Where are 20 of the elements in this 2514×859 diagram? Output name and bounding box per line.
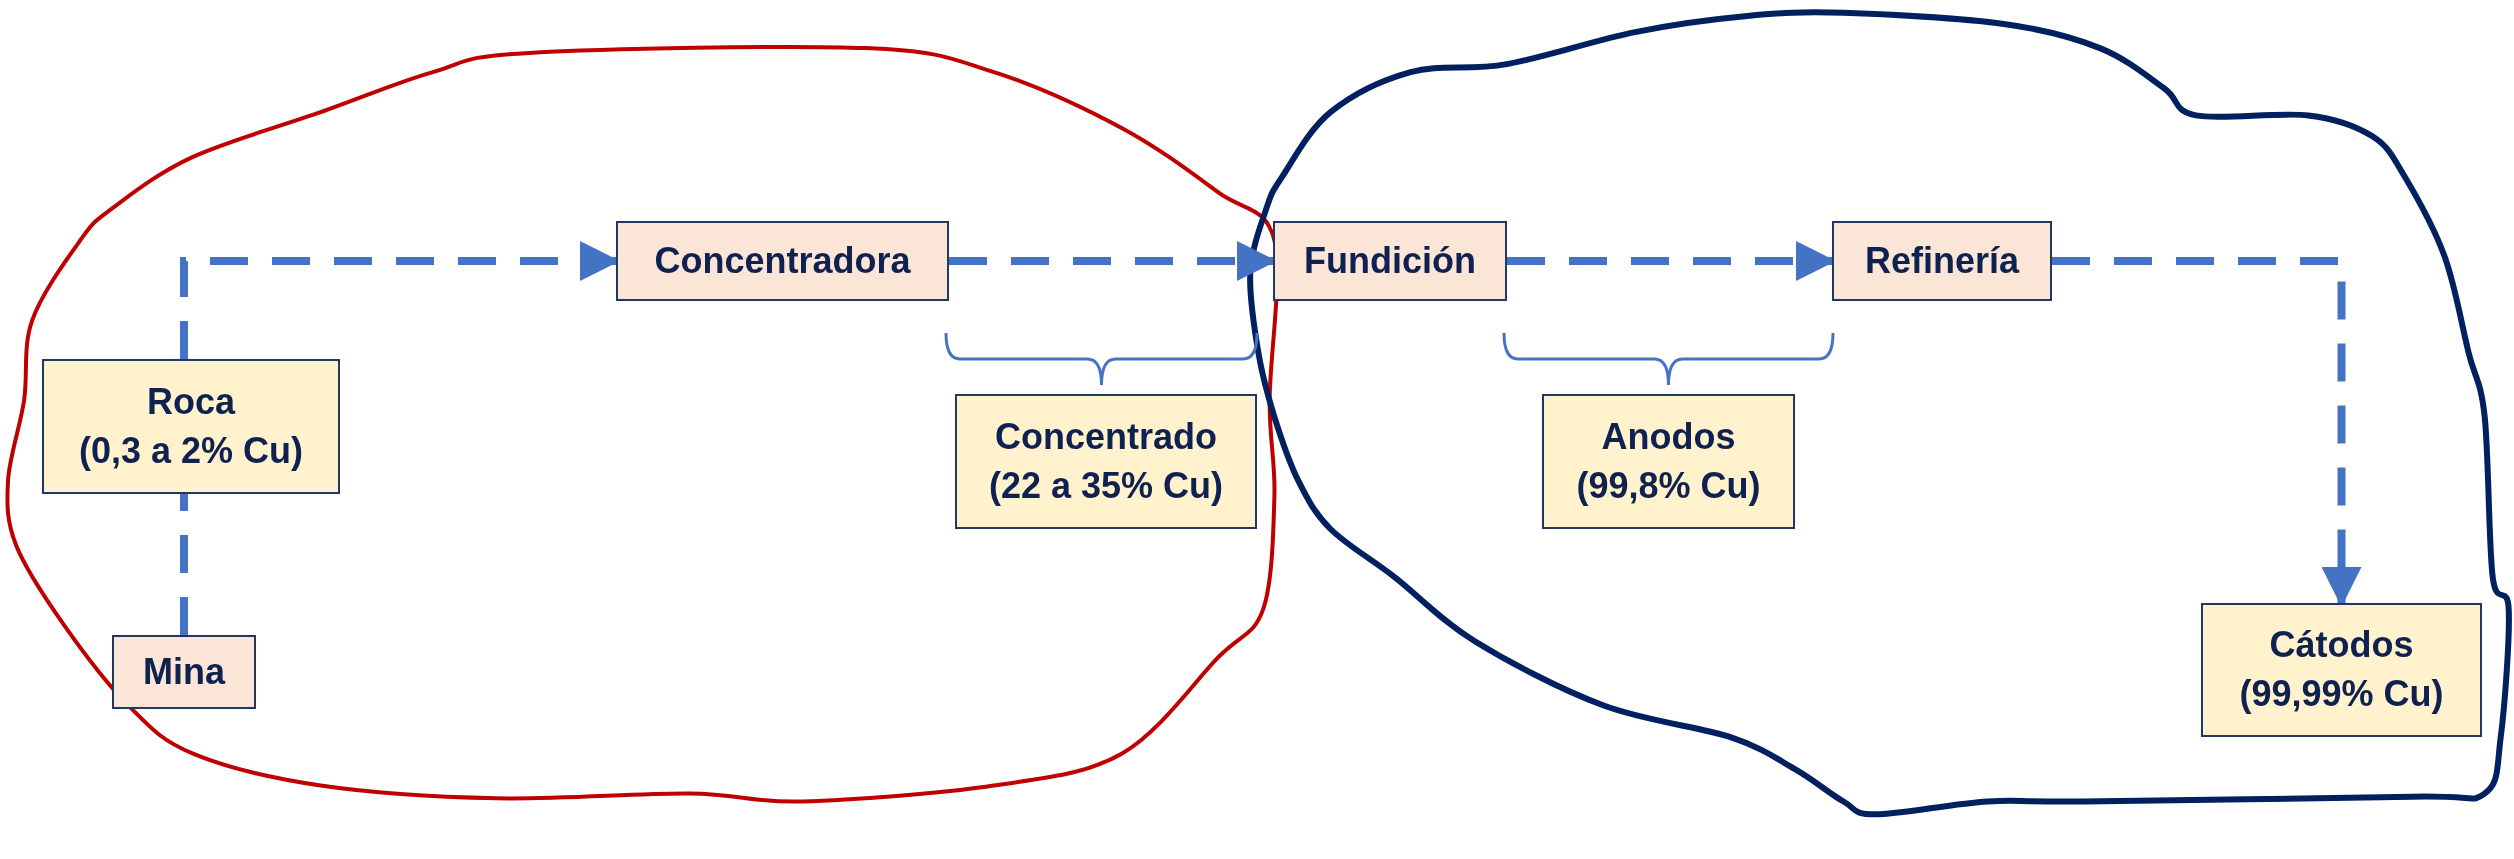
node-text: Cátodos bbox=[2269, 623, 2414, 668]
note-box bbox=[955, 394, 1257, 529]
note-box bbox=[1542, 394, 1795, 529]
process-box bbox=[1832, 221, 2052, 301]
note-box bbox=[2201, 603, 2482, 737]
node-text: (99,8% Cu) bbox=[1576, 463, 1761, 508]
node-text: (22 a 35% Cu) bbox=[988, 463, 1224, 508]
process-box bbox=[1273, 221, 1507, 301]
node-text: (0,3 a 2% Cu) bbox=[78, 428, 304, 473]
node-text: Anodos bbox=[1601, 414, 1736, 459]
node-text: Mina bbox=[143, 649, 225, 694]
node-text: Concentradora bbox=[654, 238, 911, 283]
node-text: Roca bbox=[147, 379, 235, 424]
node-text: Concentrado bbox=[995, 414, 1217, 459]
process-box bbox=[616, 221, 949, 301]
note-box bbox=[42, 359, 340, 494]
process-box bbox=[112, 635, 256, 709]
node-text: Fundición bbox=[1304, 238, 1476, 283]
node-text: Refinería bbox=[1864, 238, 2020, 283]
node-text: (99,99% Cu) bbox=[2239, 672, 2444, 716]
